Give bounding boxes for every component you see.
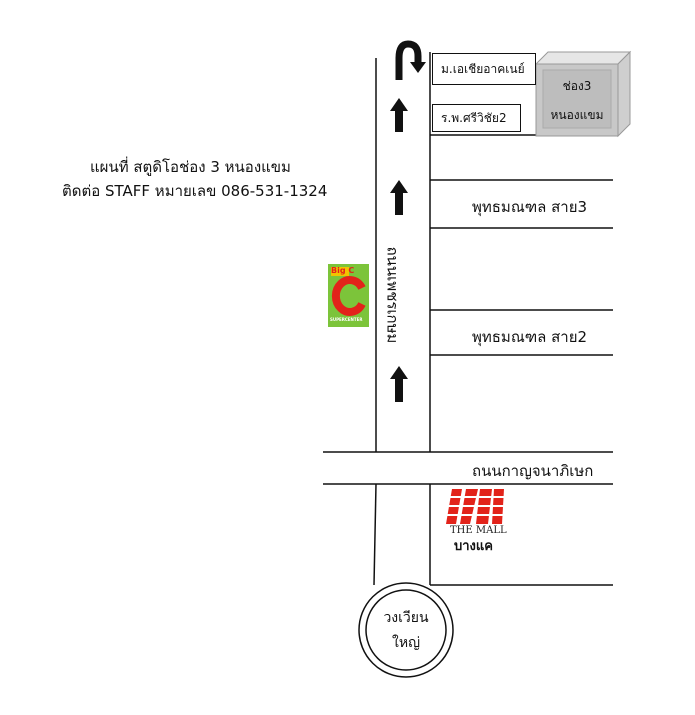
university-label: ม.เอเชียอาคเนย์ [432,53,536,85]
mall-branch: บางแค [454,539,493,554]
soi2-label: พุทธมณฑล สาย2 [472,328,588,346]
soi3-label: พุทธมณฑล สาย3 [472,198,588,216]
bigc-subtitle: SUPERCENTER [330,317,363,322]
mall-brand: THE MALL [450,525,507,536]
up-arrow-icon [390,180,408,215]
roundabout-inner [365,589,447,671]
up-arrow-icon [390,366,408,402]
hospital-label: ร.พ.ศรีวิชัย2 [432,104,521,132]
studio-name: ช่อง3 [562,79,592,93]
cross-road-label: ถนนกาญจนาภิเษก [472,462,594,480]
map-title: แผนที่ สตูดิโอช่อง 3 หนองแขม [90,158,291,176]
studio-location: หนองแขม [550,108,604,122]
the-mall-logo-icon [446,489,504,524]
main-road-left-edge-south [373,483,377,586]
bigc-brand: Big C [331,266,355,275]
bigc-logo-icon [328,264,369,327]
roundabout-label-line1: วงเวียน [383,610,429,626]
studio-building [534,50,632,138]
main-road-label: ถนนเพชรเกษม [383,246,402,344]
up-arrow-icon [390,98,408,132]
u-turn-arrow-icon [395,40,426,80]
roundabout-label-line2: ใหญ่ [392,635,420,651]
contact-line: ติดต่อ STAFF หมายเลข 086-531-1324 [62,182,328,200]
roundabout-outer [358,582,454,678]
